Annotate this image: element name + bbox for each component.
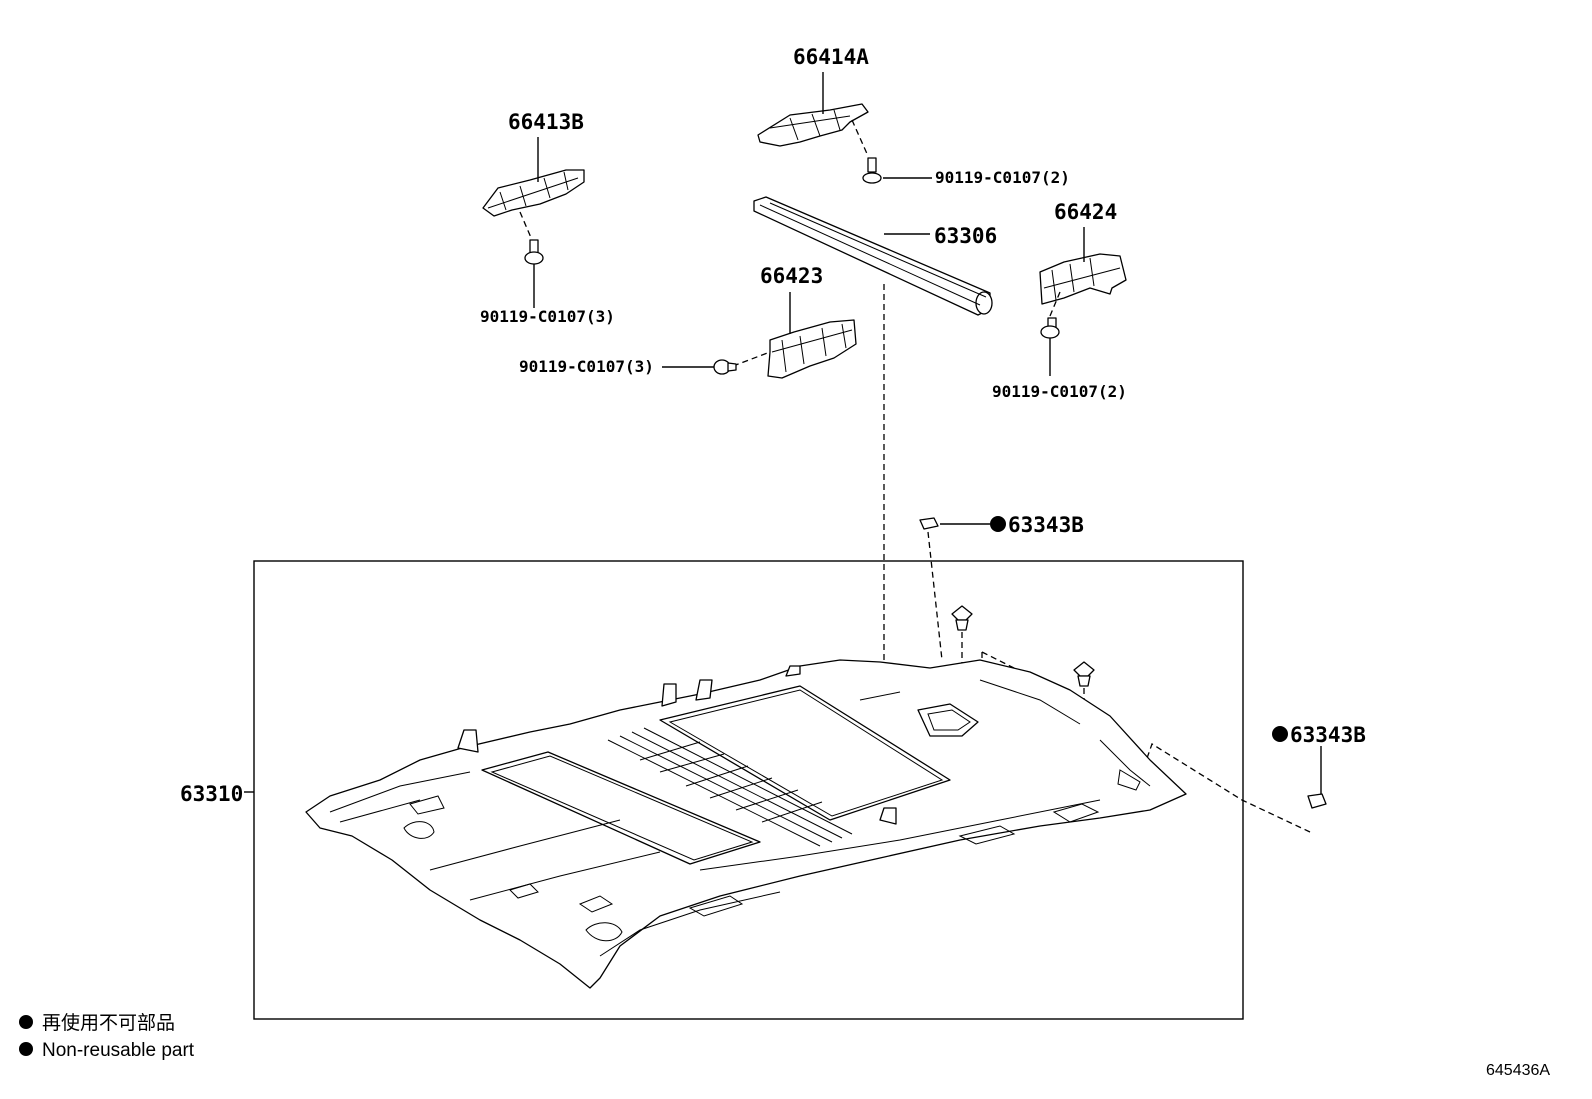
non-reusable-marker — [1272, 726, 1288, 742]
label-66413B: 66413B — [508, 110, 584, 134]
label-63310: 63310 — [180, 782, 243, 806]
part-63310-headliner — [305, 659, 1187, 989]
label-66424: 66424 — [1054, 200, 1117, 224]
label-63343B-top: 63343B — [1008, 513, 1084, 537]
part-66424-bracket — [1039, 253, 1127, 305]
label-bolt-66414A: 90119-C0107(2) — [935, 168, 1070, 187]
label-66423: 66423 — [760, 264, 823, 288]
label-bolt-66413B: 90119-C0107(3) — [480, 307, 615, 326]
part-66413B-bracket — [482, 169, 585, 217]
bolt-icon — [862, 157, 882, 184]
bolt-icon — [524, 239, 544, 265]
part-66423-bracket — [767, 319, 857, 379]
part-66414A-bracket — [757, 103, 869, 147]
part-retainer-clip-b — [1073, 661, 1095, 687]
label-63306: 63306 — [934, 224, 997, 248]
bolt-icon — [713, 359, 737, 375]
label-bolt-66424: 90119-C0107(2) — [992, 382, 1127, 401]
legend-japanese: 再使用不可部品 — [42, 1012, 175, 1034]
label-bolt-66423: 90119-C0107(3) — [519, 357, 654, 376]
bolt-icon — [1040, 317, 1060, 339]
legend-bullet — [19, 1015, 33, 1029]
part-63343B-clip-top — [919, 517, 939, 530]
reference-code: 645436A — [1486, 1062, 1550, 1079]
non-reusable-marker — [990, 516, 1006, 532]
label-63343B-right: 63343B — [1290, 723, 1366, 747]
legend-bullet — [19, 1042, 33, 1056]
part-63343B-clip-right — [1307, 793, 1327, 809]
headliner-group-frame — [253, 560, 1244, 1020]
label-66414A: 66414A — [793, 45, 869, 69]
legend-english: Non-reusable part — [42, 1040, 195, 1061]
part-retainer-clip-a — [951, 605, 973, 631]
part-63306-rail — [753, 196, 993, 316]
